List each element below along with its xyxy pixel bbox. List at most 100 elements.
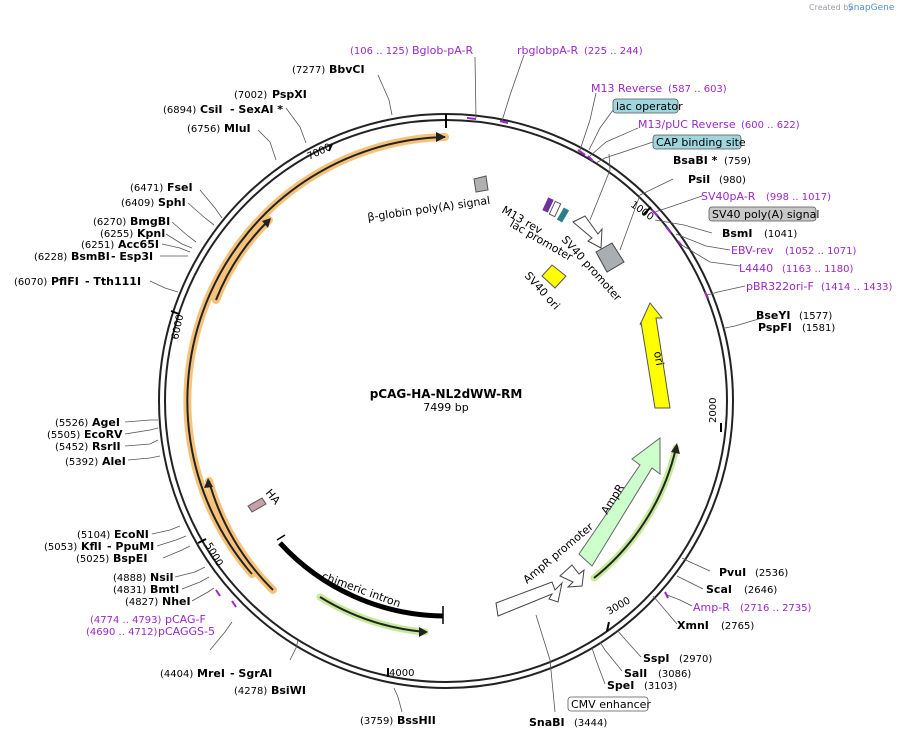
primer-pos-l4440: (1163 .. 1180) bbox=[782, 264, 854, 275]
tick-label-5000: 5000 bbox=[202, 541, 224, 569]
enzyme-pos: (4831) bbox=[113, 585, 146, 596]
enzyme-pos: (2765) bbox=[721, 621, 754, 632]
enzyme-name: BsmBI bbox=[71, 250, 110, 263]
leader-line bbox=[124, 427, 159, 435]
leader-line bbox=[124, 439, 159, 447]
ha-tag bbox=[247, 497, 267, 513]
tick-5000 bbox=[197, 538, 207, 544]
tick-7000 bbox=[328, 143, 333, 152]
enzyme-name: SalI bbox=[624, 667, 647, 680]
enzyme-name: CsiI bbox=[200, 103, 222, 116]
primer-mark bbox=[664, 591, 669, 599]
sv40-polya-label: SV40 poly(A) signal bbox=[712, 208, 819, 221]
leader-line bbox=[289, 639, 299, 661]
cag-promoter-glow bbox=[183, 133, 449, 578]
enzyme-pos: (5452) bbox=[55, 442, 88, 453]
enzyme-pos: (6270) bbox=[93, 217, 126, 228]
leader-line bbox=[162, 545, 191, 559]
enzyme-name: AleI bbox=[102, 455, 126, 468]
leader-line bbox=[199, 189, 223, 219]
orange-inner-arrowhead bbox=[262, 218, 271, 228]
enzyme-name: RsrII bbox=[92, 440, 121, 453]
leader-line bbox=[174, 566, 206, 578]
primer-pos-pcaggs5: (4690 .. 4712) bbox=[86, 627, 158, 638]
primer-pos-m13-reverse: (587 .. 603) bbox=[668, 84, 727, 95]
enzyme-name: EcoNI bbox=[114, 528, 149, 541]
enzyme-name: BmgBI bbox=[130, 215, 170, 228]
leader-line bbox=[652, 595, 678, 625]
enzyme-name: NsiI bbox=[150, 571, 174, 584]
enzyme-pos: (980) bbox=[719, 175, 746, 186]
primer-bglob: Bglob-pA-R bbox=[412, 44, 474, 57]
enzyme-pos: (3444) bbox=[574, 718, 607, 729]
leader-line bbox=[654, 195, 703, 213]
enzyme-extra: - SexAI * bbox=[230, 103, 283, 116]
cap-site-box bbox=[652, 134, 742, 150]
enzyme-name: BmtI bbox=[150, 583, 179, 596]
plasmid-name: pCAG-HA-NL2dWW-RM bbox=[370, 387, 523, 401]
enzyme-name: BbvCI bbox=[329, 63, 365, 76]
primer-mark bbox=[587, 155, 594, 162]
orange-lower-arrowhead bbox=[204, 478, 213, 488]
orange-lower-arc bbox=[208, 480, 274, 591]
primer-pos-amp-r: (2716 .. 2735) bbox=[740, 603, 812, 614]
credit-brand: SnapGene bbox=[848, 3, 895, 13]
cmv-enhancer-label: CMV enhancer bbox=[571, 698, 651, 711]
tick-label-1000: 1000 bbox=[628, 199, 655, 223]
feature-ori: ori bbox=[651, 350, 666, 366]
primer-mark bbox=[665, 226, 672, 234]
enzyme-pos: (3759) bbox=[360, 716, 393, 727]
enzyme-name: PspXI bbox=[272, 88, 307, 101]
chimeric-intron-start bbox=[276, 534, 286, 541]
primer-m13-puc: M13/pUC Reverse bbox=[638, 118, 736, 131]
enzyme-pos: (5526) bbox=[55, 418, 88, 429]
enzyme-name: AgeI bbox=[92, 416, 120, 429]
lac-operator-label: lac operator bbox=[616, 100, 683, 113]
credit-prefix: Created by bbox=[809, 3, 853, 12]
tick-3000 bbox=[606, 621, 610, 632]
enzyme-pos: (3086) bbox=[658, 669, 691, 680]
tick-1000 bbox=[642, 206, 652, 216]
enzyme-name: BspEI bbox=[113, 552, 147, 565]
enzyme-name: FseI bbox=[167, 181, 193, 194]
enzyme-pos: (1581) bbox=[802, 323, 835, 334]
leader-line bbox=[393, 687, 403, 713]
ticks: 1000 2000 3000 4000 5000 6000 7000 bbox=[170, 142, 722, 679]
primer-m13-reverse: M13 Reverse bbox=[591, 82, 662, 95]
leader-line bbox=[595, 141, 654, 164]
enzyme-pos: (2646) bbox=[744, 585, 777, 596]
beta-globin-feature bbox=[473, 175, 489, 193]
enzyme-pos: (5505) bbox=[47, 430, 80, 441]
primer-pos-m13-puc: (600 .. 622) bbox=[741, 120, 800, 131]
primer-mark bbox=[704, 291, 709, 299]
primer-mark bbox=[231, 600, 237, 608]
enzyme-pos: (6251) bbox=[81, 240, 114, 251]
leader-line bbox=[535, 614, 556, 713]
primer-pos-ebv-rev: (1052 .. 1071) bbox=[785, 246, 857, 257]
enzyme-pos: (5392) bbox=[65, 457, 98, 468]
enzyme-name: BsaBI * bbox=[673, 154, 718, 167]
leader-line bbox=[149, 280, 179, 293]
enzyme-name: SphI bbox=[158, 196, 186, 209]
enzyme-pos: (7277) bbox=[292, 65, 325, 76]
tick-label-6000: 6000 bbox=[170, 313, 186, 340]
leader-line bbox=[285, 107, 307, 144]
leader-line bbox=[165, 233, 193, 249]
leader-line bbox=[474, 56, 477, 119]
enzyme-pos: (6228) bbox=[34, 252, 67, 263]
enzyme-pos: (6255) bbox=[100, 229, 133, 240]
enzyme-extra: - Tth111I bbox=[85, 275, 141, 288]
enzyme-name: MluI bbox=[224, 122, 251, 135]
tick-6000 bbox=[170, 310, 180, 315]
leader-line bbox=[675, 233, 731, 251]
enzyme-pos: (2970) bbox=[679, 654, 712, 665]
enzyme-name: SnaBI bbox=[529, 716, 565, 729]
enzyme-name: KflI bbox=[81, 540, 102, 553]
enzyme-pos: (4404) bbox=[160, 669, 193, 680]
primer-pos-sv40pa-r: (998 .. 1017) bbox=[766, 192, 831, 203]
green-arc-right bbox=[593, 447, 677, 579]
enzyme-name: PflFI bbox=[51, 275, 79, 288]
leader-line bbox=[171, 221, 197, 243]
enzyme-name: Acc65I bbox=[118, 238, 159, 251]
